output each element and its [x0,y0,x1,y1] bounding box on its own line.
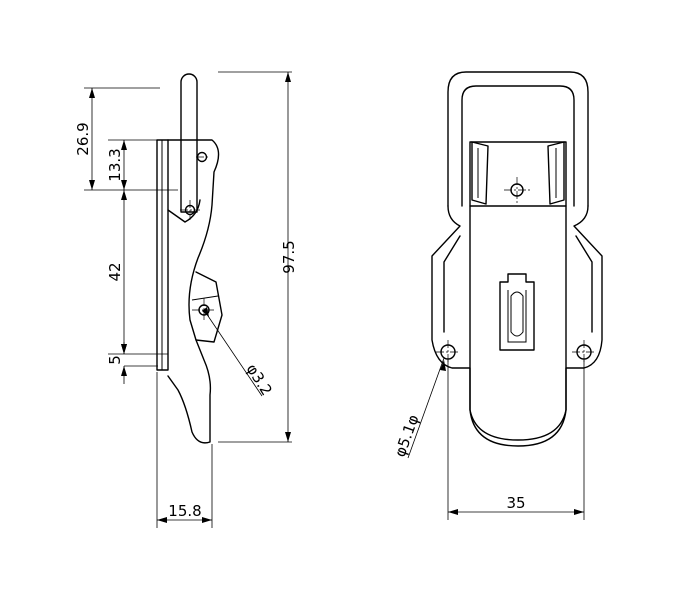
latch-arm [167,139,220,444]
handle-loop [447,71,589,207]
dim-pivot-spacing: 42 [106,262,124,281]
base-plate [431,205,603,447]
dim-mount-hole-diameter: φ5.1φ [391,412,423,459]
right-ear-inner [575,235,593,333]
latch-slot [499,273,535,351]
front-view [431,71,603,447]
hook-plate [195,271,223,343]
dim-side-depth: 15.8 [168,502,201,520]
dim-upper-height: 26.9 [74,122,92,155]
dim-small-offset: 5 [106,355,124,365]
dim-overall-height: 97.5 [280,240,298,273]
dim-hole-spacing: 35 [506,494,525,512]
handle-rod [180,73,198,213]
side-dimensions: 97.5 26.9 13.3 42 5 15.8 φ3.2 [74,71,298,528]
dim-pivot-hole-diameter: φ3.2 [243,361,276,399]
back-plate [156,139,169,371]
side-view [156,73,223,444]
latch-plate [469,141,567,207]
arm-inner-edge [167,199,201,223]
left-ear-inner [443,235,461,333]
dim-pivot-offset: 13.3 [106,148,124,181]
